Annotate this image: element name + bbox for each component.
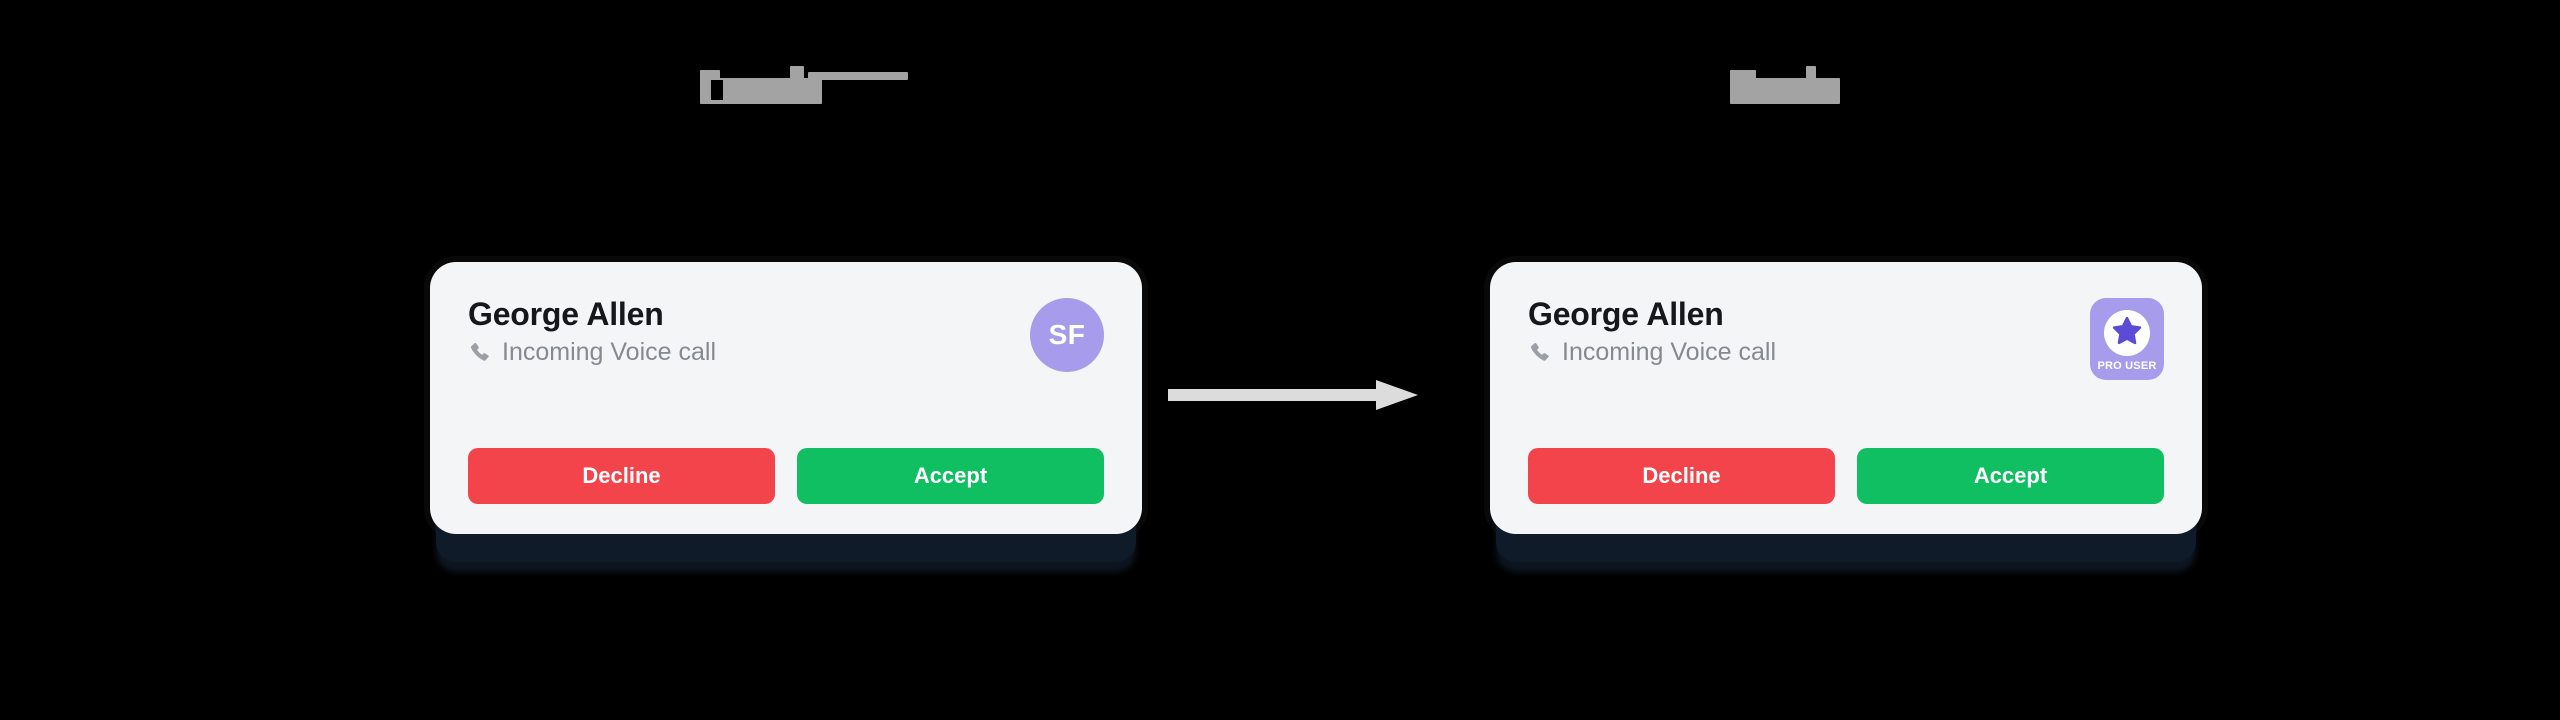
call-actions: Decline Accept — [468, 448, 1104, 504]
star-icon — [2111, 315, 2143, 352]
heading-right-redaction-cap — [1730, 70, 1756, 80]
heading-left-redaction-tick — [790, 66, 804, 80]
arrow-right-icon — [1168, 378, 1420, 412]
call-notification-card: George Allen Incoming Voice call — [1490, 262, 2202, 534]
call-status-row: Incoming Voice call — [1528, 337, 1776, 367]
caller-info: George Allen Incoming Voice call — [1528, 296, 1776, 367]
decline-button[interactable]: Decline — [468, 448, 775, 504]
heading-right-redacted — [1730, 78, 1840, 104]
call-actions: Decline Accept — [1528, 448, 2164, 504]
card-header: George Allen Incoming Voice call SF — [468, 296, 1104, 372]
pro-badge-label: PRO USER — [2097, 360, 2157, 372]
incoming-call-card-after: George Allen Incoming Voice call — [1490, 262, 2202, 534]
call-notification-card: George Allen Incoming Voice call SF Decl… — [430, 262, 1142, 534]
phone-icon — [1528, 340, 1552, 364]
heading-right-redaction-tick — [1806, 66, 1816, 80]
accept-button[interactable]: Accept — [797, 448, 1104, 504]
call-status-label: Incoming Voice call — [1562, 337, 1777, 366]
avatar: SF — [1030, 298, 1104, 372]
call-status-row: Incoming Voice call — [468, 337, 716, 367]
caller-name: George Allen — [468, 296, 664, 332]
heading-left-redaction-tail — [808, 72, 908, 80]
caller-info: George Allen Incoming Voice call — [468, 296, 716, 367]
caller-name: George Allen — [1528, 296, 1724, 332]
pro-user-badge: PRO USER — [2090, 298, 2164, 380]
pro-badge-circle — [2104, 310, 2150, 356]
incoming-call-card-before: George Allen Incoming Voice call SF Decl… — [430, 262, 1142, 534]
decline-button[interactable]: Decline — [1528, 448, 1835, 504]
call-status-label: Incoming Voice call — [502, 337, 717, 366]
card-header: George Allen Incoming Voice call — [1528, 296, 2164, 380]
accept-button[interactable]: Accept — [1857, 448, 2164, 504]
phone-icon — [468, 340, 492, 364]
heading-left-redaction-notch — [711, 80, 723, 100]
avatar-initials: SF — [1048, 319, 1086, 350]
heading-left-redaction-cap — [700, 70, 720, 80]
